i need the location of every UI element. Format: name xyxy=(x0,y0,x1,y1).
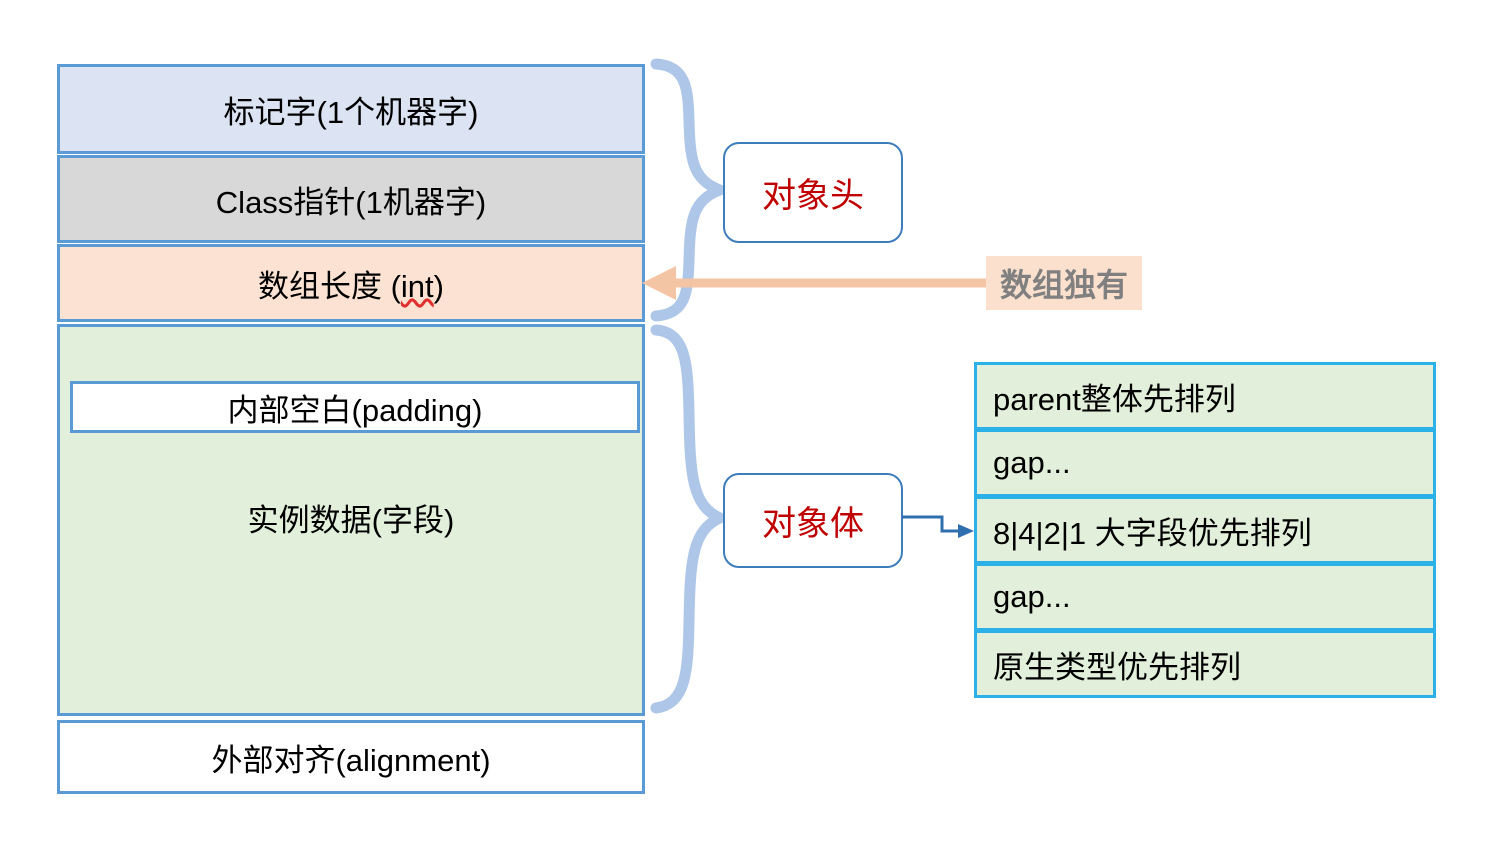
detail-row-label: parent整体先排列 xyxy=(993,381,1236,417)
arrow-array-only-icon xyxy=(642,266,995,300)
detail-table-row: gap... xyxy=(974,429,1436,497)
mark-word-label: 标记字(1个机器字) xyxy=(223,94,479,130)
detail-row-label: 原生类型优先排列 xyxy=(993,649,1241,685)
padding-label: 内部空白(padding) xyxy=(227,392,483,428)
detail-row-label: gap... xyxy=(993,579,1071,614)
padding-box: 内部空白(padding) xyxy=(70,381,640,433)
callout-object-body: 对象体 xyxy=(723,473,903,568)
detail-table-row: parent整体先排列 xyxy=(974,362,1436,430)
class-pointer-label: Class指针(1机器字) xyxy=(215,184,487,220)
array-length-label: 数组长度 (int) xyxy=(257,268,444,304)
brace-object-header-icon xyxy=(650,58,726,322)
detail-row-label: gap... xyxy=(993,445,1071,480)
memory-block-mark-word: 标记字(1个机器字) xyxy=(57,64,645,154)
callout-object-body-label: 对象体 xyxy=(762,505,864,543)
callout-object-header-label: 对象头 xyxy=(762,177,864,215)
memory-block-class-pointer: Class指针(1机器字) xyxy=(57,155,645,243)
memory-block-alignment: 外部对齐(alignment) xyxy=(57,720,645,794)
annotation-array-only: 数组独有 xyxy=(986,256,1143,310)
array-length-type-token: int xyxy=(400,268,434,304)
instance-data-label: 实例数据(字段) xyxy=(247,503,455,538)
memory-block-array-length: 数组长度 (int) xyxy=(57,244,645,322)
array-only-label: 数组独有 xyxy=(1000,267,1129,303)
detail-table-row: 8|4|2|1 大字段优先排列 xyxy=(974,496,1436,564)
detail-table-row: 原生类型优先排列 xyxy=(974,630,1436,698)
callout-object-header: 对象头 xyxy=(723,142,903,243)
detail-table: parent整体先排列 gap... 8|4|2|1 大字段优先排列 gap..… xyxy=(974,362,1436,698)
arrow-object-body-to-detail-icon xyxy=(902,515,974,538)
detail-row-label: 8|4|2|1 大字段优先排列 xyxy=(993,515,1312,551)
memory-block-instance-data: 内部空白(padding) 实例数据(字段) xyxy=(57,324,645,716)
brace-object-body-icon xyxy=(650,324,726,714)
alignment-label: 外部对齐(alignment) xyxy=(211,742,491,778)
detail-table-row: gap... xyxy=(974,563,1436,631)
